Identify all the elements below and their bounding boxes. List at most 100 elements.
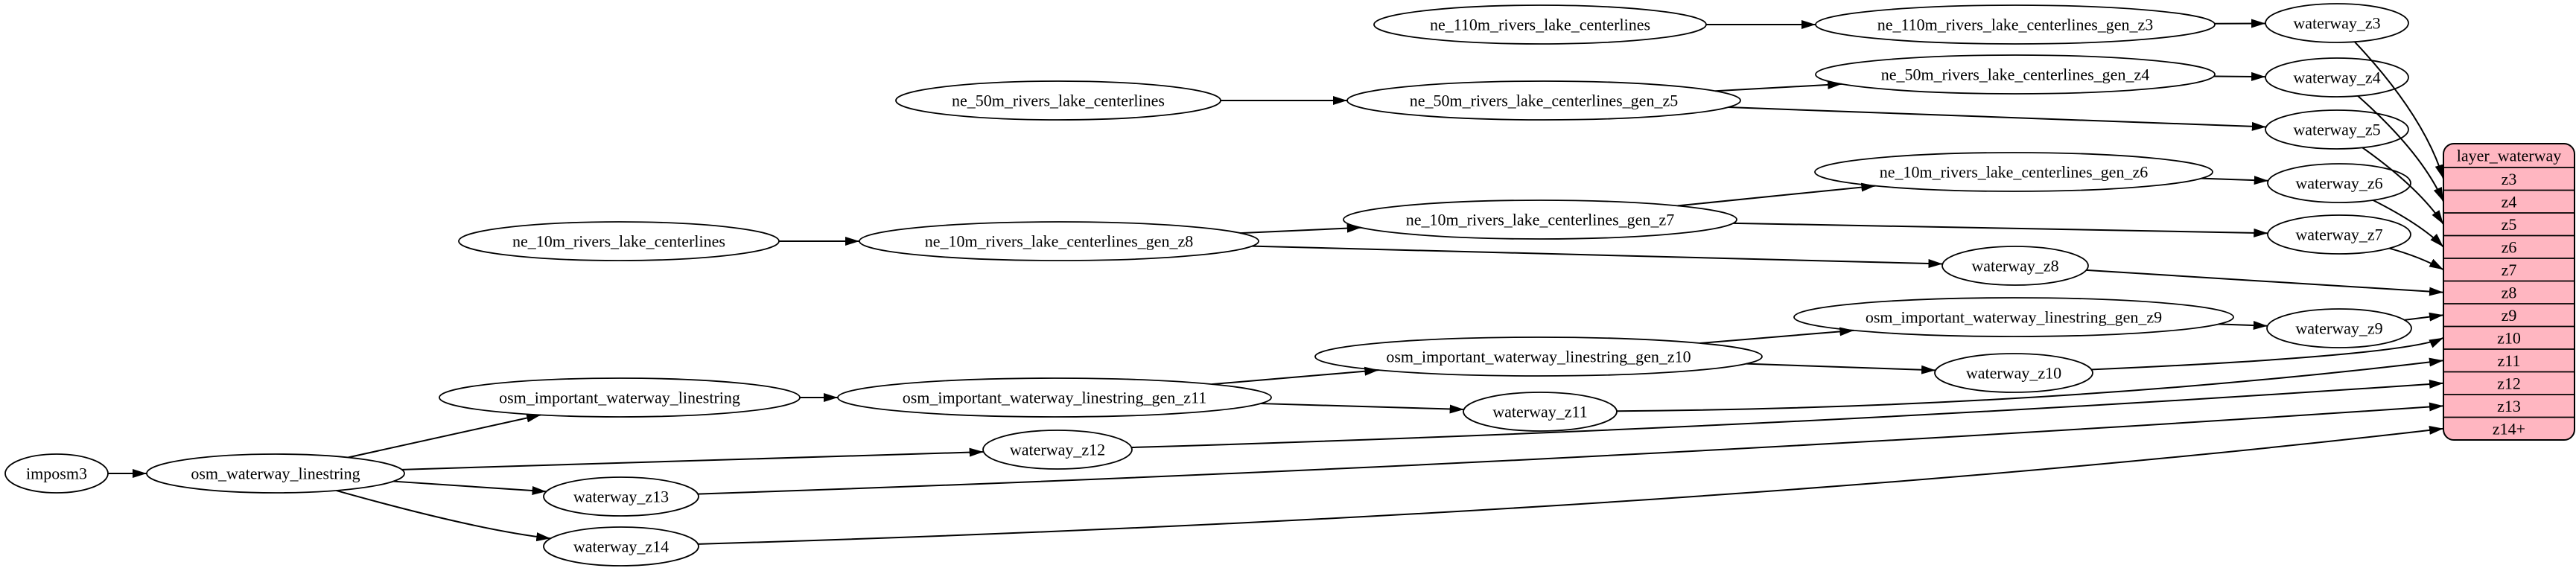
- node-ellipse: [1793, 297, 2234, 337]
- record-row-z11: z11: [2498, 351, 2521, 370]
- edge-waterway_z4--layer_waterway-z4: [2357, 95, 2444, 202]
- node-waterway_z6: waterway_z6: [2267, 163, 2411, 203]
- node-label: ne_10m_rivers_lake_centerlines_gen_z7: [1406, 211, 1674, 229]
- record-row-z5: z5: [2502, 215, 2517, 234]
- edge-waterway_z13--layer_waterway-z13: [698, 402, 2444, 495]
- node-label: imposm3: [26, 465, 87, 483]
- node-label: osm_waterway_linestring: [191, 465, 360, 483]
- node-ne_10m_rivers_lake_centerlines_gen_z8: ne_10m_rivers_lake_centerlines_gen_z8: [859, 221, 1259, 261]
- node-label: waterway_z7: [2295, 226, 2382, 244]
- edge-waterway_z6--layer_waterway-z6: [2372, 200, 2444, 248]
- node-label: waterway_z14: [573, 537, 669, 556]
- node-waterway_z7: waterway_z7: [2267, 214, 2411, 255]
- node-ne_110m_rivers_lake_centerlines: ne_110m_rivers_lake_centerlines: [1373, 4, 1707, 45]
- record-row-z12: z12: [2497, 374, 2521, 392]
- node-label: ne_110m_rivers_lake_centerlines: [1430, 16, 1650, 34]
- edge-osm_important_waterway_linestring_gen_z9--waterway_z9: [2218, 321, 2268, 331]
- node-ne_10m_rivers_lake_centerlines: ne_10m_rivers_lake_centerlines: [458, 221, 780, 261]
- node-osm_waterway_linestring: osm_waterway_linestring: [146, 453, 405, 494]
- record-row-z10: z10: [2497, 328, 2521, 347]
- edge-ne_10m_rivers_lake_centerlines_gen_z7--waterway_z7: [1733, 222, 2268, 237]
- node-waterway_z10: waterway_z10: [1934, 353, 2093, 393]
- record-row-z14+: z14+: [2493, 419, 2525, 438]
- edge-waterway_z9--layer_waterway-z9: [2404, 312, 2444, 322]
- record-row-z3: z3: [2502, 170, 2517, 188]
- record-title: layer_waterway: [2457, 147, 2561, 165]
- node-ne_110m_rivers_lake_centerlines_gen_z3: ne_110m_rivers_lake_centerlines_gen_z3: [1815, 4, 2216, 45]
- node-label: ne_50m_rivers_lake_centerlines: [952, 92, 1165, 110]
- node-label: waterway_z3: [2293, 14, 2380, 33]
- edge-ne_10m_rivers_lake_centerlines_gen_z6--waterway_z6: [2201, 176, 2268, 185]
- node-label: waterway_z10: [1966, 364, 2061, 383]
- node-label: waterway_z5: [2293, 121, 2380, 139]
- node-label: ne_50m_rivers_lake_centerlines_gen_z4: [1881, 66, 2149, 84]
- edge-osm_waterway_linestring--waterway_z14: [336, 489, 551, 542]
- node-waterway_z5: waterway_z5: [2265, 109, 2409, 150]
- node-label: waterway_z12: [1010, 441, 1105, 459]
- node-waterway_z12: waterway_z12: [982, 430, 1133, 470]
- node-ellipse: [1314, 336, 1763, 377]
- node-label: ne_110m_rivers_lake_centerlines_gen_z3: [1877, 16, 2154, 34]
- node-waterway_z11: waterway_z11: [1463, 392, 1618, 432]
- edge-osm_waterway_linestring--waterway_z12: [401, 447, 984, 470]
- node-label: waterway_z11: [1492, 403, 1587, 421]
- record-row-z13: z13: [2497, 397, 2521, 415]
- edge-waterway_z12--layer_waterway-z12: [1131, 380, 2444, 449]
- edge-ne_50m_rivers_lake_centerlines_gen_z5--ne_50m_rivers_lake_centerlines_gen_z4: [1715, 80, 1842, 92]
- node-label: waterway_z8: [1971, 257, 2058, 275]
- edge-waterway_z11--layer_waterway-z11: [1616, 357, 2444, 412]
- node-label: osm_important_waterway_linestring_gen_z1…: [903, 389, 1207, 407]
- node-label: ne_10m_rivers_lake_centerlines_gen_z8: [925, 232, 1193, 251]
- edge-waterway_z8--layer_waterway-z8: [2086, 269, 2444, 296]
- record-row-z6: z6: [2502, 237, 2517, 256]
- node-waterway_z3: waterway_z3: [2265, 3, 2409, 43]
- node-ne_50m_rivers_lake_centerlines_gen_z5: ne_50m_rivers_lake_centerlines_gen_z5: [1346, 80, 1741, 121]
- node-label: waterway_z6: [2295, 174, 2382, 193]
- node-label: waterway_z9: [2295, 319, 2382, 338]
- node-label: osm_important_waterway_linestring: [499, 389, 740, 407]
- node-ne_50m_rivers_lake_centerlines_gen_z4: ne_50m_rivers_lake_centerlines_gen_z4: [1815, 54, 2216, 95]
- node-ne_10m_rivers_lake_centerlines_gen_z6: ne_10m_rivers_lake_centerlines_gen_z6: [1814, 152, 2213, 192]
- node-waterway_z13: waterway_z13: [543, 476, 699, 517]
- record-layer_waterway: layer_waterway z3 z4 z5 z6 z7 z8 z9 z10 z11 z12 z13…: [2443, 143, 2575, 441]
- edge-osm_important_waterway_linestring_gen_z11--waterway_z11: [1260, 403, 1464, 414]
- edge-waterway_z10--layer_waterway-z10: [2091, 336, 2444, 371]
- record-row-z4: z4: [2502, 192, 2517, 211]
- edge-waterway_z5--layer_waterway-z5: [2362, 147, 2444, 225]
- edge-waterway_z14--layer_waterway-z14+: [698, 425, 2444, 545]
- record-row-z8: z8: [2502, 283, 2517, 301]
- edge-ne_10m_rivers_lake_centerlines_gen_z8--ne_10m_rivers_lake_centerlines_gen_z7: [1240, 223, 1361, 234]
- node-ellipse: [1814, 152, 2213, 192]
- node-osm_important_waterway_linestring_gen_z11: osm_important_waterway_linestring_gen_z1…: [837, 377, 1272, 418]
- node-label: ne_10m_rivers_lake_centerlines: [512, 232, 725, 251]
- edge-osm_important_waterway_linestring_gen_z11--osm_important_waterway_linestring_gen_z10: [1212, 366, 1379, 386]
- node-osm_important_waterway_linestring_gen_z10: osm_important_waterway_linestring_gen_z1…: [1314, 336, 1763, 377]
- node-label: ne_50m_rivers_lake_centerlines_gen_z5: [1410, 92, 1678, 110]
- node-osm_important_waterway_linestring_gen_z9: osm_important_waterway_linestring_gen_z9: [1793, 297, 2234, 337]
- node-osm_important_waterway_linestring: osm_important_waterway_linestring: [439, 377, 801, 418]
- node-ne_10m_rivers_lake_centerlines_gen_z7: ne_10m_rivers_lake_centerlines_gen_z7: [1343, 200, 1737, 240]
- edge-ne_10m_rivers_lake_centerlines_gen_z8--waterway_z8: [1252, 245, 1943, 269]
- node-waterway_z9: waterway_z9: [2266, 308, 2412, 348]
- node-label: waterway_z13: [573, 488, 669, 506]
- record-row-z7: z7: [2502, 261, 2517, 279]
- node-ellipse: [1815, 54, 2216, 95]
- node-ne_50m_rivers_lake_centerlines: ne_50m_rivers_lake_centerlines: [895, 80, 1221, 121]
- edge-ne_10m_rivers_lake_centerlines_gen_z7--ne_10m_rivers_lake_centerlines_gen_z6: [1677, 182, 1876, 207]
- node-waterway_z8: waterway_z8: [1941, 246, 2089, 286]
- edge-osm_waterway_linestring--osm_important_waterway_linestring: [348, 413, 541, 459]
- node-ellipse: [543, 526, 699, 567]
- node-waterway_z14: waterway_z14: [543, 526, 699, 567]
- node-label: osm_important_waterway_linestring_gen_z1…: [1386, 348, 1691, 366]
- edge-osm_important_waterway_linestring_gen_z10--osm_important_waterway_linestring_gen_z9: [1699, 327, 1854, 345]
- record-row-z9: z9: [2502, 306, 2517, 325]
- node-ellipse: [1343, 200, 1737, 240]
- node-imposm3: imposm3: [4, 453, 109, 494]
- node-ellipse: [543, 476, 699, 517]
- edge-waterway_z3--layer_waterway-z3: [2354, 41, 2444, 179]
- edge-osm_waterway_linestring--waterway_z13: [393, 480, 547, 496]
- node-label: waterway_z4: [2293, 68, 2380, 87]
- edge-ne_50m_rivers_lake_centerlines_gen_z4--waterway_z4: [2213, 71, 2266, 81]
